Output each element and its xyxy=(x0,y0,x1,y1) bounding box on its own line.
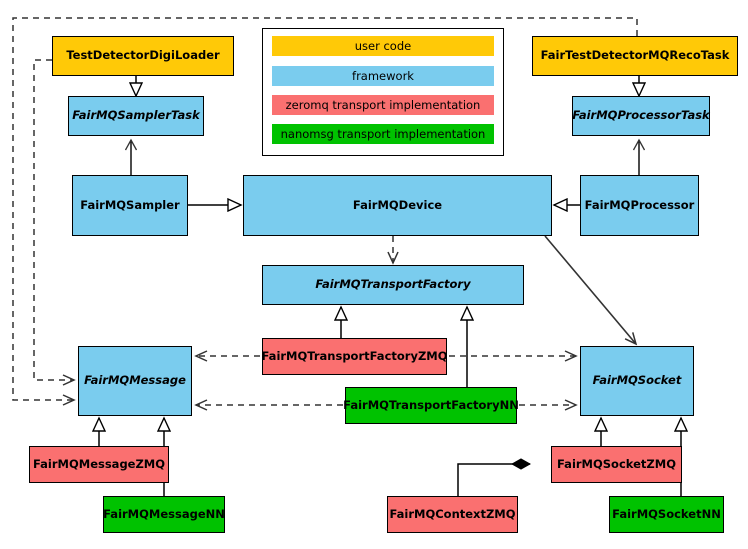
class-node-fairmqprocessor[interactable]: FairMQProcessor xyxy=(580,175,699,236)
class-node-fairmqtransportfactory[interactable]: FairMQTransportFactory xyxy=(262,265,524,305)
class-node-fairtestdetectormqrecotask[interactable]: FairTestDetectorMQRecoTask xyxy=(532,36,738,76)
class-node-fairmqprocessortask[interactable]: FairMQProcessorTask xyxy=(572,96,710,136)
edge-digiloader-to-message xyxy=(33,59,76,386)
legend-label-framework: framework xyxy=(352,69,414,83)
edge-contextzmq-to-socketzmq xyxy=(457,464,530,496)
class-node-fairmqcontextzmq[interactable]: FairMQContextZMQ xyxy=(387,496,518,533)
legend-label-zeromq: zeromq transport implementation xyxy=(285,98,481,112)
legend-item-framework: framework xyxy=(272,66,494,86)
class-node-fairmqsocket[interactable]: FairMQSocket xyxy=(580,346,694,416)
edge-recotask-to-message xyxy=(12,17,638,406)
legend-item-zeromq: zeromq transport implementation xyxy=(272,95,494,115)
class-node-fairmqtransportfactoryzmq[interactable]: FairMQTransportFactoryZMQ xyxy=(262,338,448,375)
legend-item-user-code: user code xyxy=(272,36,494,56)
class-node-fairmqmessage[interactable]: FairMQMessage xyxy=(78,346,192,416)
class-node-fairmqdevice[interactable]: FairMQDevice xyxy=(243,175,552,236)
class-node-testdetectordigiloader[interactable]: TestDetectorDigiLoader xyxy=(52,36,234,76)
class-node-fairmqmessagenn[interactable]: FairMQMessageNN xyxy=(103,496,225,533)
legend-item-nanomsg: nanomsg transport implementation xyxy=(272,124,494,144)
legend-label-nanomsg: nanomsg transport implementation xyxy=(280,127,486,141)
class-node-fairmqsocketzmq[interactable]: FairMQSocketZMQ xyxy=(551,446,682,483)
class-node-fairmqmessagezmq[interactable]: FairMQMessageZMQ xyxy=(29,446,169,483)
edge-device-to-socket xyxy=(544,235,638,346)
class-node-fairmqsampler[interactable]: FairMQSampler xyxy=(72,175,188,236)
class-node-fairmqsocketnn[interactable]: FairMQSocketNN xyxy=(609,496,724,533)
legend-label-user-code: user code xyxy=(354,39,412,53)
class-node-fairmqtransportfactorynn[interactable]: FairMQTransportFactoryNN xyxy=(343,387,519,424)
class-node-fairmqsamplertask[interactable]: FairMQSamplerTask xyxy=(68,96,204,136)
